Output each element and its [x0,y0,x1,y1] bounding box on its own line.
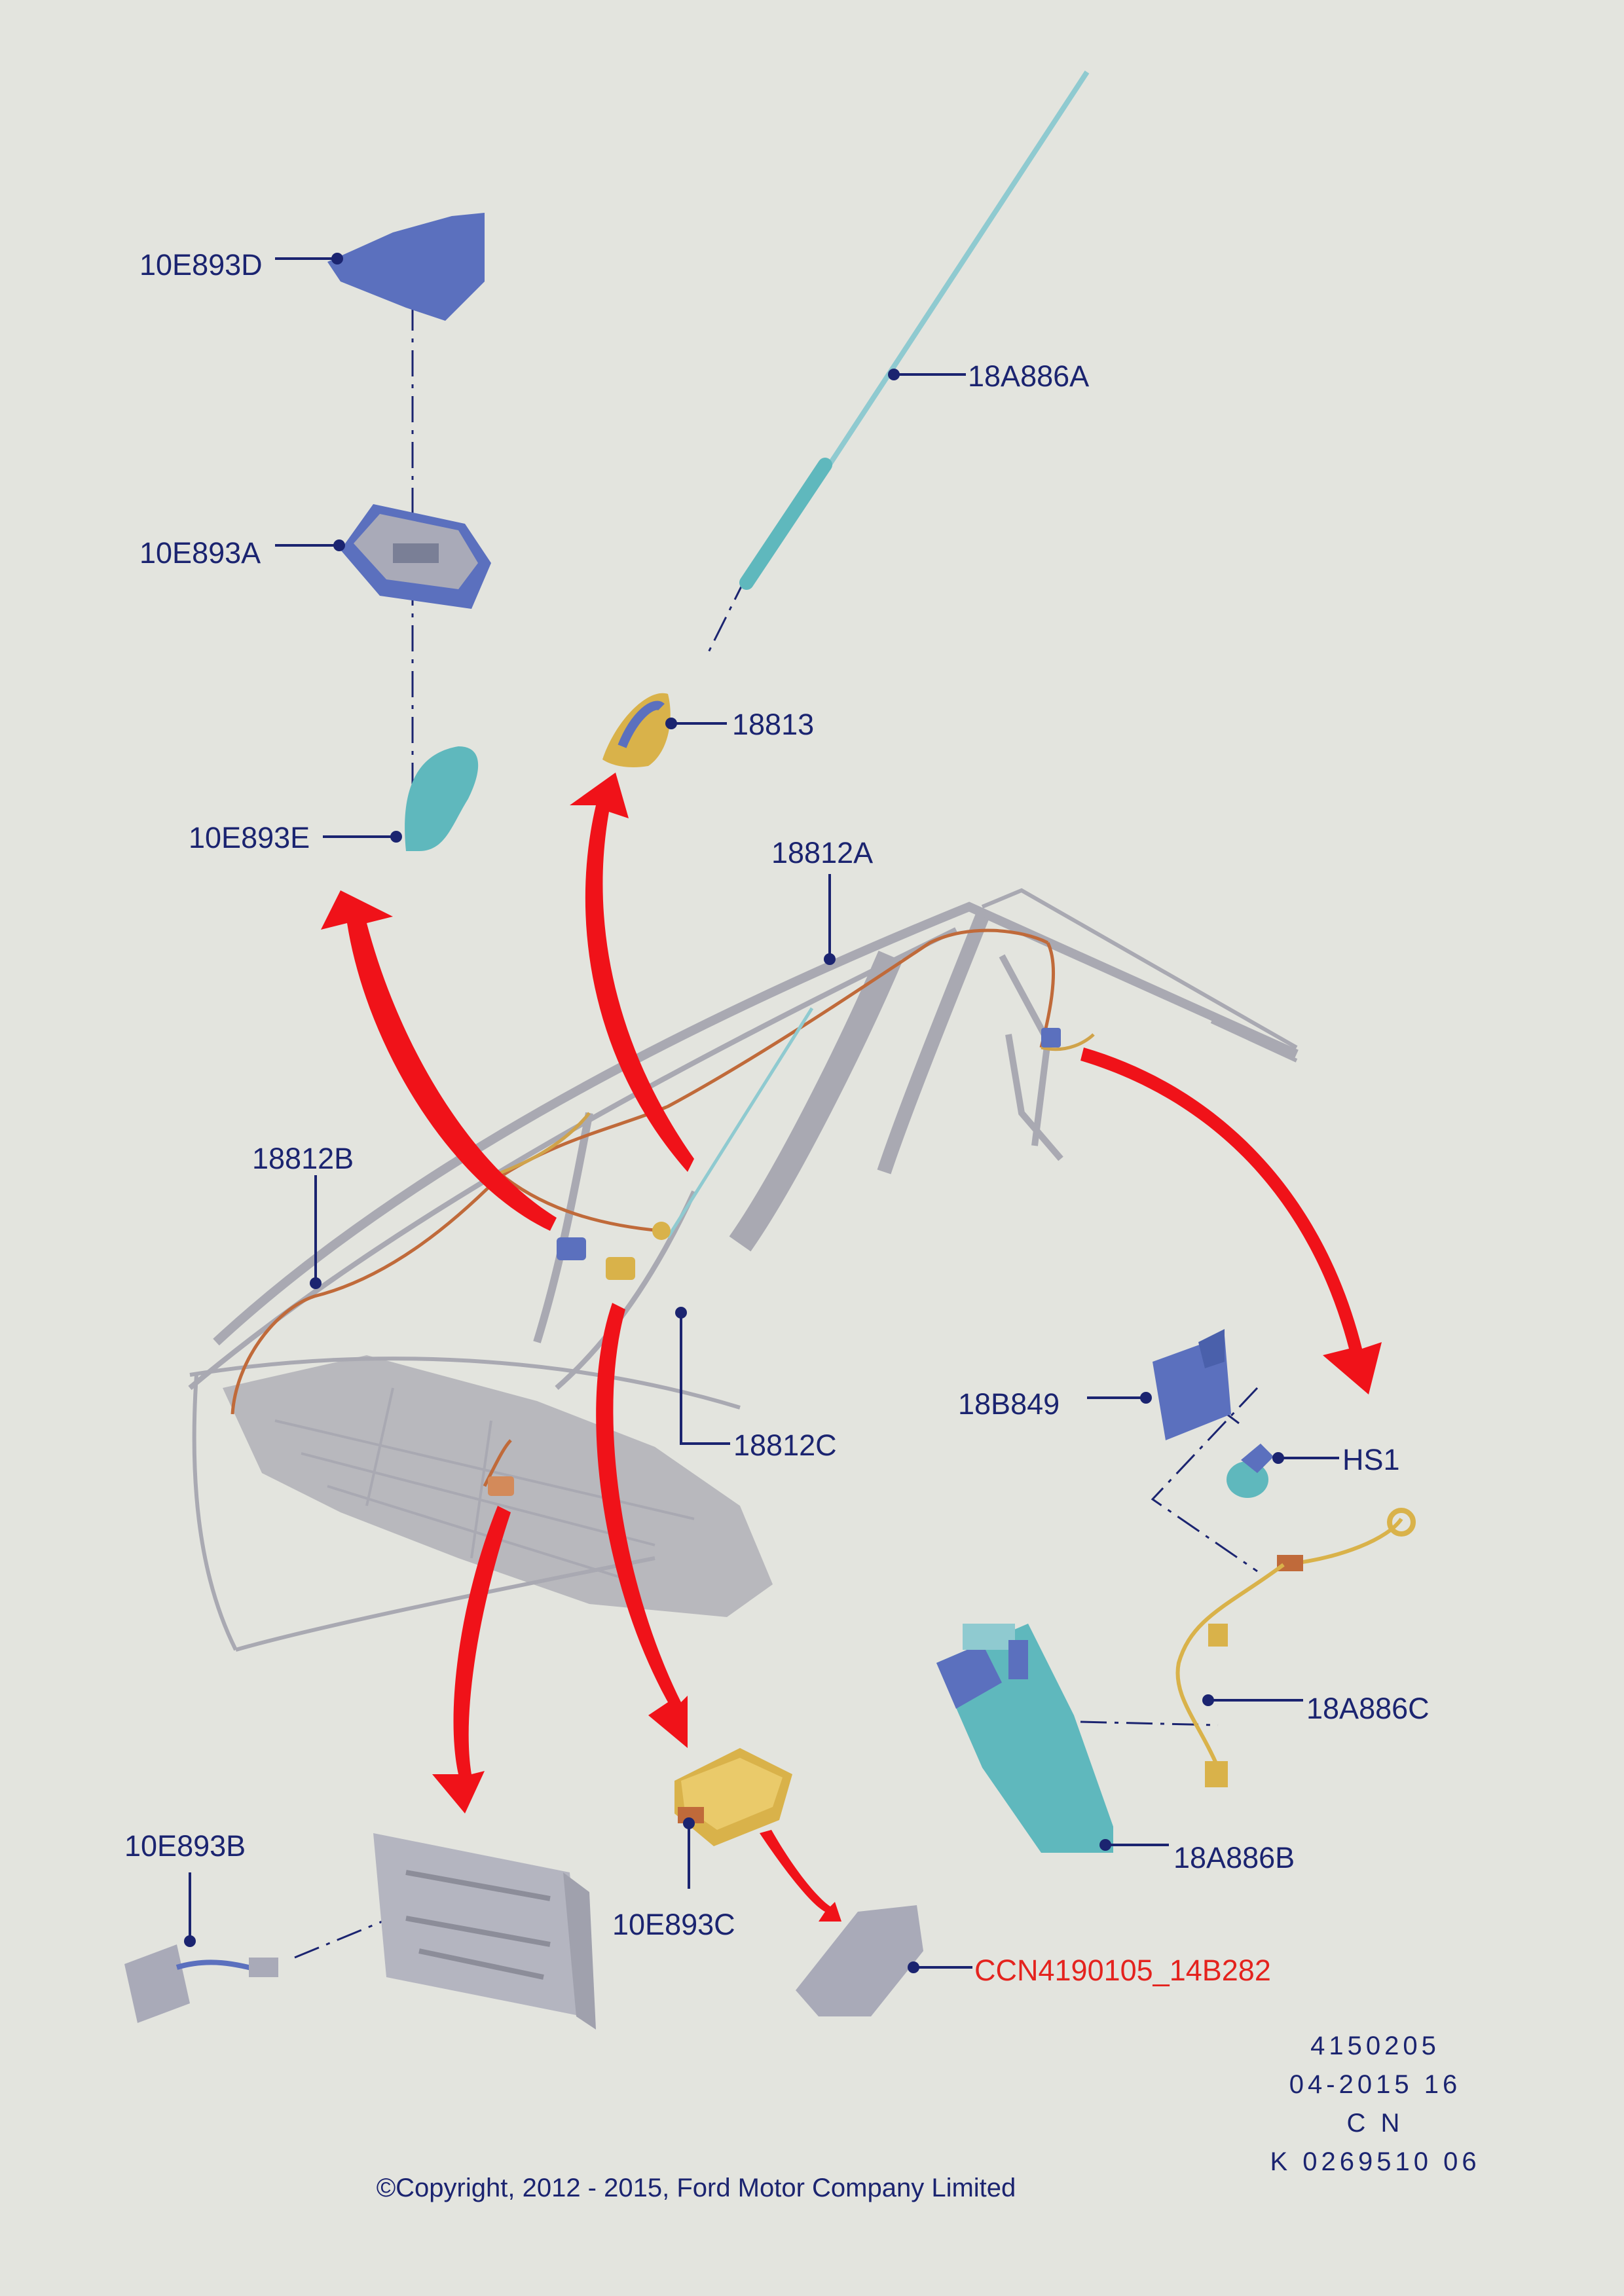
part-18813[interactable] [602,693,671,767]
callout-18A886C: 18A886C [1202,1692,1430,1725]
part-CCN4190105[interactable] [796,1905,923,2016]
part-18A886A[interactable] [739,70,1090,590]
label-18812A: 18812A [771,836,873,869]
meta-line-2: 04-2015 16 [1289,2070,1461,2099]
label-10E893E: 10E893E [189,821,310,854]
label-18812B: 18812B [252,1142,354,1175]
callout-10E893C: 10E893C [612,1817,735,1941]
meta-line-1: 4150205 [1310,2032,1440,2060]
part-18A886B[interactable] [936,1624,1113,1853]
copyright-notice: ©Copyright, 2012 - 2015, Ford Motor Comp… [377,2174,1016,2202]
part-10E893B[interactable] [124,1944,278,2023]
part-10E893A[interactable] [341,504,491,609]
callout-18A886B: 18A886B [1099,1839,1295,1874]
callout-18B849: 18B849 [958,1387,1152,1421]
label-18812C: 18812C [733,1429,837,1462]
part-10E893D[interactable] [327,213,485,321]
callout-10E893D: 10E893D [139,248,343,282]
part-18A886C[interactable] [1175,1508,1416,1787]
label-18A886A: 18A886A [968,359,1089,393]
radio-unit [373,1833,596,2030]
label-10E893B: 10E893B [124,1829,246,1863]
callout-HS1: HS1 [1272,1443,1400,1476]
callout-10E893E: 10E893E [189,821,402,854]
callout-10E893A: 10E893A [139,536,345,570]
callout-18813: 18813 [665,708,814,741]
label-10E893D: 10E893D [139,248,263,282]
antenna-harness [231,928,1095,1496]
label-18813: 18813 [732,708,814,741]
part-10E893C[interactable] [674,1748,792,1846]
callout-ccn: CCN4190105_14B282 [908,1954,1271,1987]
label-18A886C: 18A886C [1306,1692,1430,1725]
part-10E893E[interactable] [405,746,479,851]
part-18B849[interactable] [1153,1329,1231,1440]
label-10E893C: 10E893C [612,1908,735,1941]
callout-18812A: 18812A [771,836,873,965]
callout-10E893B: 10E893B [124,1829,246,1947]
callout-18A886A: 18A886A [888,359,1089,393]
drawing-metadata: 4150205 04-2015 16 C N K 0269510 06 [1270,2032,1480,2176]
part-HS1[interactable] [1227,1444,1274,1498]
label-10E893A: 10E893A [139,536,261,570]
label-ccn: CCN4190105_14B282 [974,1954,1271,1987]
vehicle-silhouette [188,888,1299,1652]
callout-18812C: 18812C [675,1307,837,1462]
label-HS1: HS1 [1342,1443,1400,1476]
label-18B849: 18B849 [958,1387,1060,1421]
callout-arrows [321,773,1382,1922]
meta-line-4: K 0269510 06 [1270,2147,1480,2176]
label-18A886B: 18A886B [1173,1841,1295,1874]
callout-18812B: 18812B [252,1142,354,1289]
meta-line-3: C N [1347,2109,1404,2138]
